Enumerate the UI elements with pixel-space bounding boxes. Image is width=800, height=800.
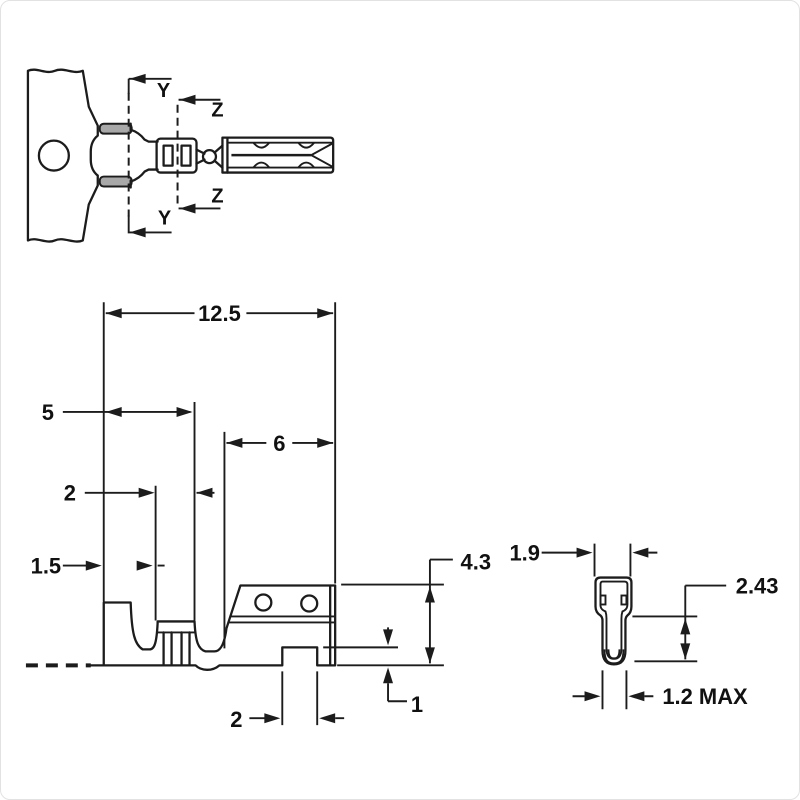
section-outer-contour (594, 576, 633, 666)
section-line-y: Y Y (127, 73, 172, 238)
top-view: Y Y Z Z (26, 68, 335, 243)
dim-bottom-slot-width: 2 (230, 707, 345, 732)
carrier-tab-upper (98, 122, 133, 135)
section-bottom-seam (603, 649, 625, 665)
dim-crimp-zone-label: 5 (42, 400, 54, 425)
transition-hole (201, 148, 218, 165)
section-line-z: Z Z (176, 94, 224, 214)
extension-lines (102, 302, 444, 726)
dim-seam-width-label: 1.5 (31, 554, 62, 579)
dim-bottom-slot-label: 2 (230, 707, 242, 732)
section-label-y-top: Y (157, 80, 170, 102)
dim-overall-length: 12.5 (105, 301, 334, 326)
section-arrow-z-top (179, 94, 196, 105)
section-label-z-bottom: Z (211, 185, 223, 207)
barrel-detents-bottom (252, 161, 315, 169)
bell-edges (213, 144, 224, 169)
dim-section-inner-height: 2.43 (632, 574, 779, 663)
dim-base-step-label: 1 (411, 692, 423, 717)
section-latch-notch-left (599, 594, 607, 606)
barrel-outline (221, 136, 335, 174)
crimp-slot-right (180, 144, 192, 167)
dim-crimp-zone-length: 5 (42, 400, 193, 425)
section-arrow-y-bottom (129, 227, 146, 238)
dim-section-stem-label: 1.2 MAX (662, 684, 748, 709)
section-latch-notch-right (620, 594, 628, 606)
dim-base-step-height: 1 (383, 627, 423, 717)
dim-overall-length-label: 12.5 (198, 301, 241, 326)
plate-hole-left (254, 593, 273, 612)
dim-wing-to-band-label: 2 (64, 481, 76, 506)
side-profile (89, 584, 337, 671)
cross-section-view: 1.9 2.43 1.2 MAX (509, 541, 778, 710)
terminal-top-outline (129, 122, 335, 189)
side-view: 12.5 5 6 2 1.5 (25, 301, 492, 732)
section-label-z-top: Z (211, 100, 223, 122)
section-arrow-z-bottom (179, 203, 196, 214)
crimp-slot-left (162, 144, 174, 167)
dim-overall-height: 4.3 (424, 550, 492, 664)
section-inner-contour (599, 580, 629, 660)
dim-section-width-label: 1.9 (509, 541, 540, 566)
plate-hole-right (300, 594, 319, 613)
section-label-y-bottom: Y (158, 207, 171, 229)
dim-seam-width: 1.5 (31, 554, 165, 579)
dim-section-stem-width: 1.2 MAX (572, 670, 748, 709)
dim-section-height-label: 2.43 (736, 574, 779, 599)
barrel-seam-lines (227, 141, 334, 169)
barrel-end-chevron (309, 142, 333, 168)
funnel-upper-edge (129, 128, 159, 143)
dim-contact-zone-length: 6 (226, 431, 334, 456)
carrier-strip (26, 68, 99, 243)
dim-contact-zone-label: 6 (273, 431, 285, 456)
section-arrow-y-top (129, 73, 146, 84)
wing-tabs (162, 631, 191, 666)
carrier-tab-lower (98, 175, 133, 188)
barrel-detents-top (252, 142, 315, 149)
funnel-lower-edge (129, 168, 159, 183)
carrier-strip-hole (37, 139, 70, 172)
plate-fold-lines (228, 615, 336, 624)
dim-section-outer-width: 1.9 (509, 541, 658, 577)
dim-wing-to-band: 2 (64, 481, 215, 506)
dim-overall-height-label: 4.3 (461, 550, 492, 575)
